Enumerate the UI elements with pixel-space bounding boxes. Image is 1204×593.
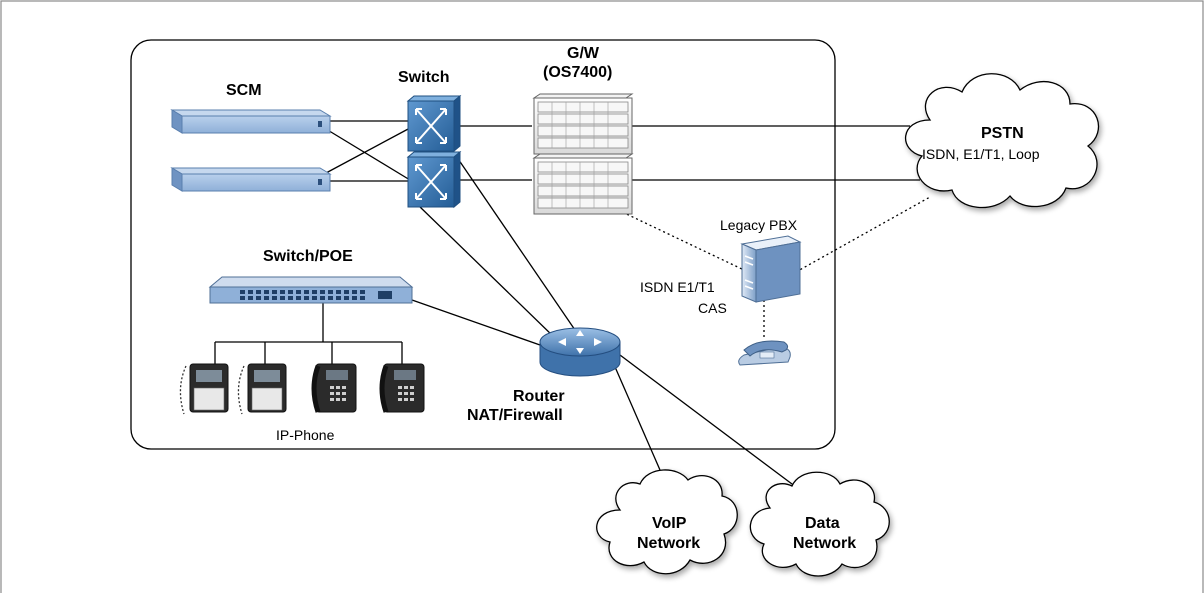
gateway-2	[532, 153, 634, 215]
ip-phone-1	[179, 363, 229, 415]
link-switch1-router	[451, 149, 576, 331]
scm-server-2	[170, 167, 332, 192]
router-label-line1: Router	[513, 388, 565, 405]
dotted-gw-pbx	[617, 209, 745, 271]
ip-phone-2	[237, 363, 287, 415]
site-boundary	[130, 39, 836, 450]
link-switch2-router	[417, 204, 556, 339]
gateway-label-line2: (OS7400)	[543, 64, 613, 81]
dotted-pbx-pstn	[795, 196, 931, 273]
switch-poe	[208, 276, 414, 304]
connection-lines	[214, 120, 920, 491]
dotted-lines	[617, 196, 931, 340]
switch-1	[406, 94, 462, 153]
legacy-pbx	[740, 235, 802, 303]
link-poe-router	[411, 299, 541, 346]
legacy-pbx-label: Legacy PBX	[720, 217, 798, 233]
link-scm1-switch2	[325, 128, 411, 181]
voip-network-cloud	[596, 469, 738, 575]
gateway-label-line1: G/W	[567, 45, 599, 62]
data-cloud-label-line1: Data	[805, 515, 840, 532]
voip-cloud-label-line1: VoIP	[652, 515, 687, 532]
analog-phone-icon	[738, 340, 791, 366]
pstn-subtitle: ISDN, E1/T1, Loop	[922, 146, 1040, 162]
pstn-cloud	[905, 73, 1100, 209]
data-cloud-label-line2: Network	[793, 535, 857, 552]
link-router-voip	[611, 359, 661, 471]
link-router-data	[619, 354, 801, 491]
router	[539, 327, 621, 377]
pstn-title: PSTN	[981, 125, 1024, 142]
scm-label: SCM	[226, 82, 262, 99]
voip-cloud-label-line2: Network	[637, 535, 701, 552]
ip-phone-3	[311, 363, 357, 413]
ip-phone-label: IP-Phone	[276, 427, 335, 443]
scm-server-1	[170, 109, 332, 134]
gateway-1	[532, 93, 634, 155]
ip-phone-4	[379, 363, 425, 413]
isdn-label-line1: ISDN E1/T1	[640, 279, 715, 295]
switch-label: Switch	[398, 69, 450, 86]
isdn-label-line2: CAS	[698, 300, 727, 316]
link-scm2-switch1	[325, 127, 411, 174]
data-network-cloud	[749, 471, 890, 577]
switch-2	[406, 150, 462, 209]
router-label-line2: NAT/Firewall	[467, 407, 563, 424]
switch-poe-label: Switch/POE	[263, 248, 353, 265]
